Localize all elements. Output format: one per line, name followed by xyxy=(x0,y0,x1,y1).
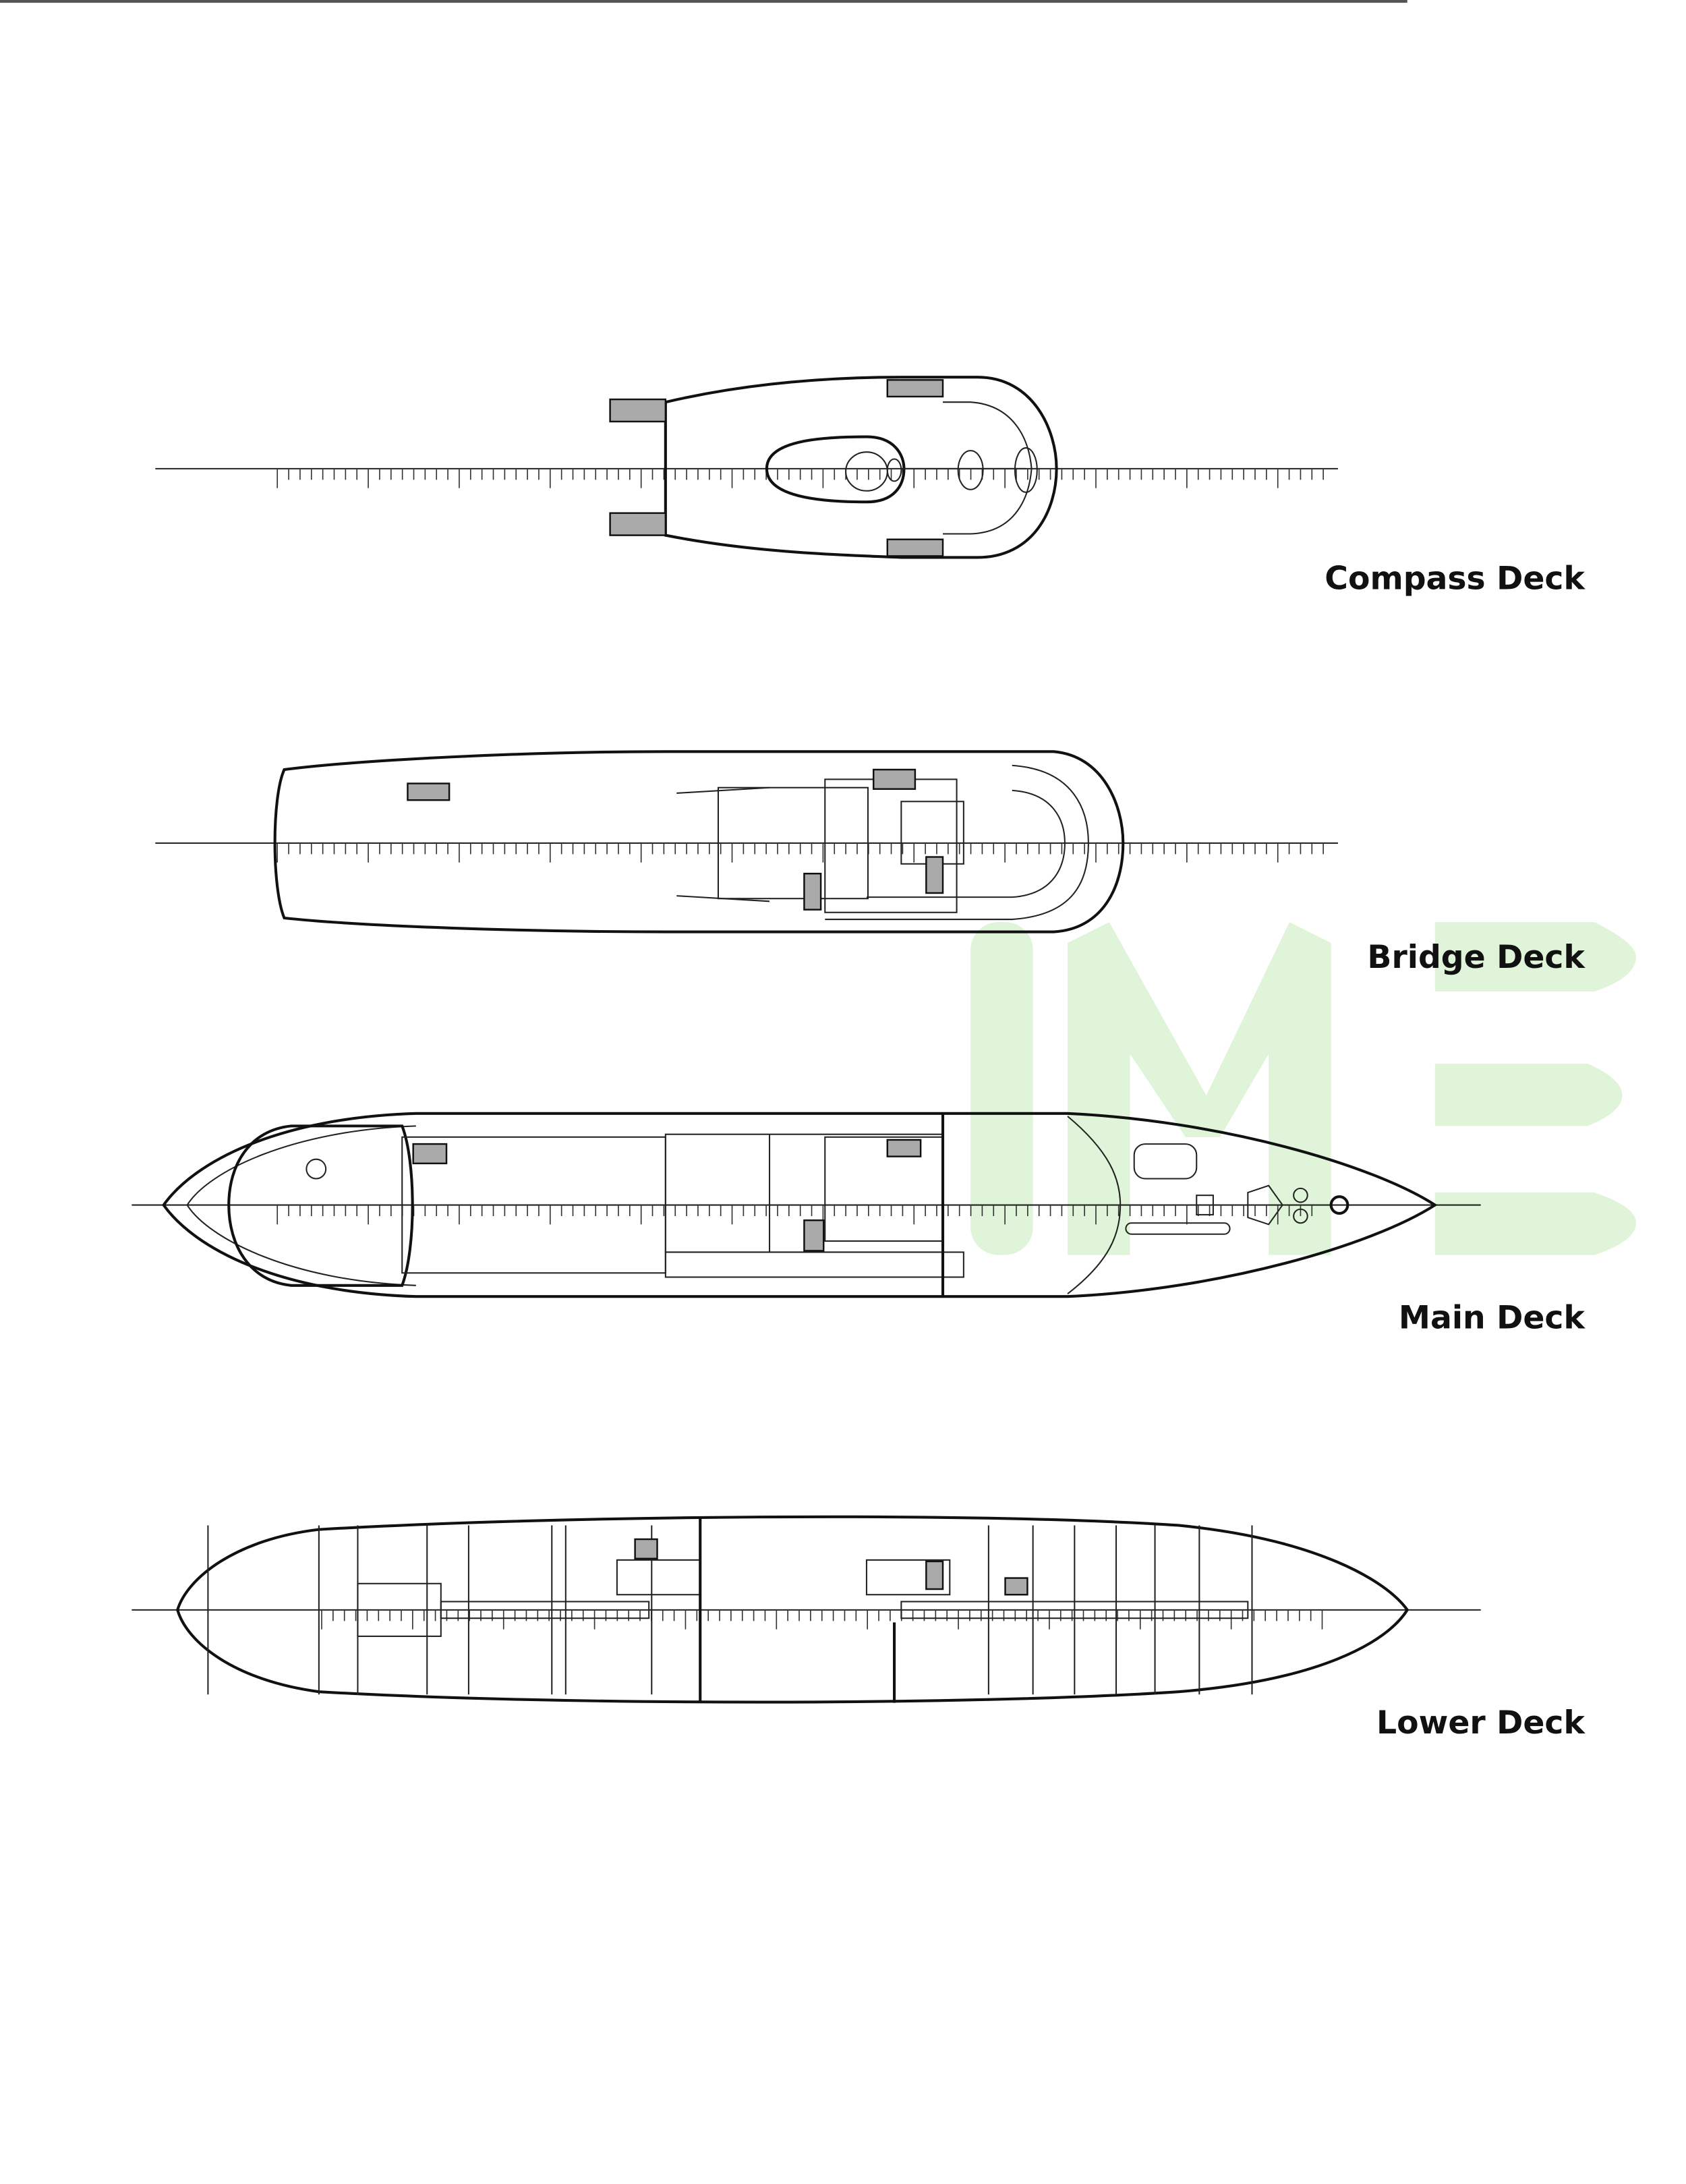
lower-deck-plan xyxy=(132,1515,1481,1704)
deck-label-compass: Compass Deck xyxy=(1325,561,1586,598)
watermark-logo xyxy=(970,922,1636,1255)
deck-label-main: Main Deck xyxy=(1399,1300,1586,1337)
bridge-deck-plan xyxy=(155,750,1338,933)
deck-label-bridge: Bridge Deck xyxy=(1367,939,1586,976)
deck-label-lower: Lower Deck xyxy=(1376,1704,1586,1742)
main-deck-plan xyxy=(132,1112,1481,1298)
compass-deck-plan xyxy=(155,376,1338,559)
